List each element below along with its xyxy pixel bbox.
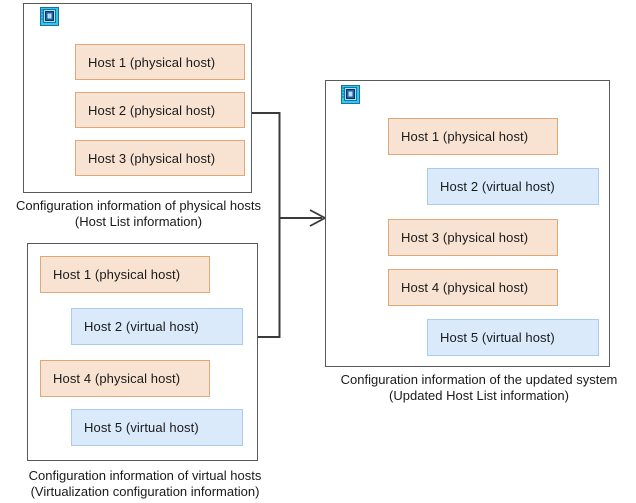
host-node-label: Host 4 (physical host) (53, 371, 181, 386)
host-node[interactable]: Host 3 (physical host) (388, 219, 558, 256)
host-node[interactable]: Host 2 (physical host) (75, 92, 245, 128)
panel-caption: Configuration information of virtual hos… (0, 468, 290, 500)
host-node[interactable]: Host 5 (virtual host) (71, 409, 243, 446)
host-node-label: Host 2 (virtual host) (440, 179, 555, 194)
host-node-label: Host 5 (virtual host) (84, 420, 199, 435)
host-node[interactable]: Host 3 (physical host) (75, 140, 245, 176)
host-node-label: Host 3 (physical host) (401, 230, 529, 245)
server-icon (40, 7, 59, 26)
host-node-label: Host 2 (virtual host) (84, 319, 199, 334)
host-node-label: Host 1 (physical host) (401, 129, 529, 144)
host-node-label: Host 4 (physical host) (401, 280, 529, 295)
caption-line-1: Configuration information of the updated… (340, 372, 618, 387)
host-node[interactable]: Host 4 (physical host) (388, 269, 558, 306)
host-node[interactable]: Host 2 (virtual host) (427, 168, 599, 205)
host-node-label: Host 1 (physical host) (88, 54, 216, 70)
host-node-label: Host 2 (physical host) (88, 102, 216, 118)
caption-line-1: Configuration information of virtual hos… (28, 468, 262, 483)
host-node[interactable]: Host 4 (physical host) (40, 360, 210, 397)
panel-caption: Configuration information of physical ho… (0, 198, 277, 230)
host-node[interactable]: Host 1 (physical host) (388, 118, 558, 155)
caption-line-2: (Host List information) (74, 214, 203, 229)
host-node-label: Host 5 (virtual host) (440, 330, 555, 345)
arrow-head-icon (309, 209, 327, 227)
caption-line-2: (Virtualization configuration informatio… (30, 484, 260, 499)
host-node[interactable]: Host 5 (virtual host) (427, 319, 599, 356)
caption-line-2: (Updated Host List information) (389, 388, 569, 403)
host-node[interactable]: Host 1 (physical host) (75, 44, 245, 80)
panel-caption: Configuration information of the updated… (322, 372, 636, 404)
server-icon (341, 85, 360, 104)
host-node[interactable]: Host 1 (physical host) (40, 256, 210, 293)
caption-line-1: Configuration information of physical ho… (16, 198, 261, 213)
host-node-label: Host 3 (physical host) (88, 150, 216, 166)
host-node[interactable]: Host 2 (virtual host) (71, 308, 243, 345)
host-node-label: Host 1 (physical host) (53, 267, 181, 282)
